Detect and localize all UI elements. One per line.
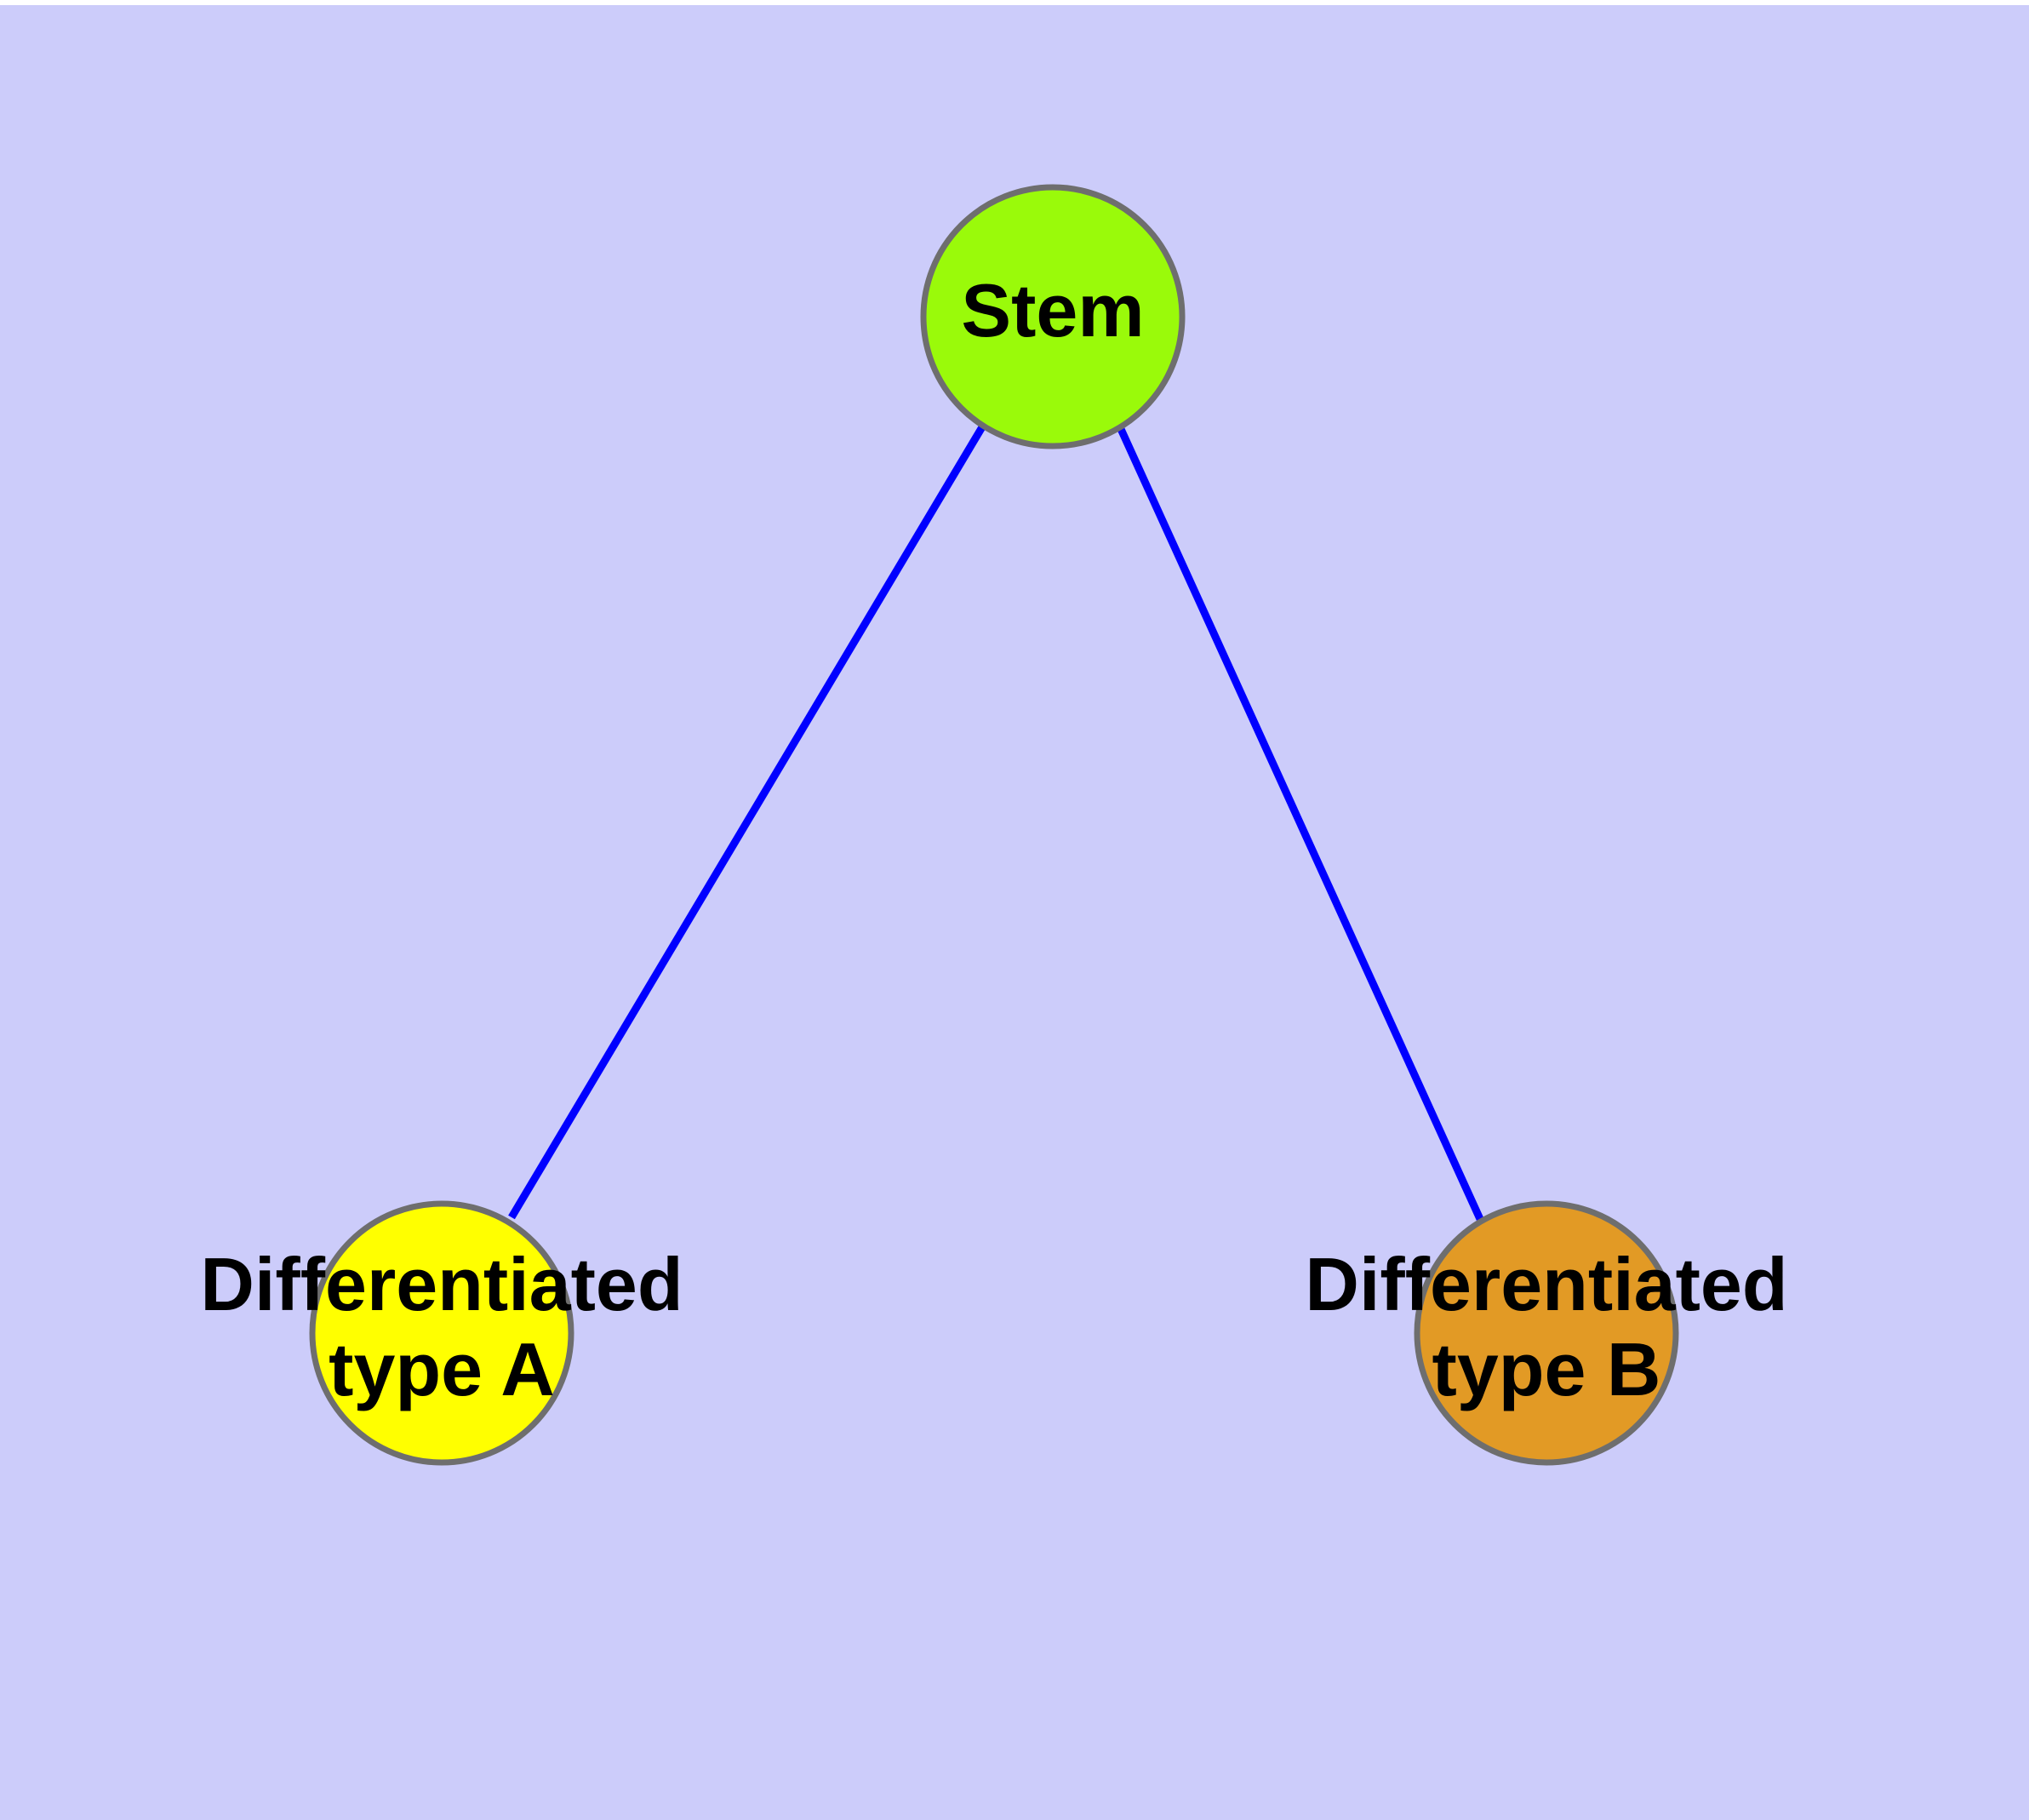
edge-group — [508, 423, 1484, 1221]
edge-stem-to-differentiated-type-a[interactable] — [508, 423, 986, 1220]
edge-stem-to-differentiated-type-b[interactable] — [1117, 427, 1484, 1221]
node-stem-label: Stem — [961, 268, 1144, 352]
node-stem[interactable]: Stem — [920, 184, 1186, 449]
node-differentiated-type-a-circle[interactable] — [309, 1200, 574, 1466]
node-differentiated-type-b-circle[interactable] — [1414, 1200, 1679, 1466]
node-stem-circle[interactable] — [920, 184, 1186, 449]
